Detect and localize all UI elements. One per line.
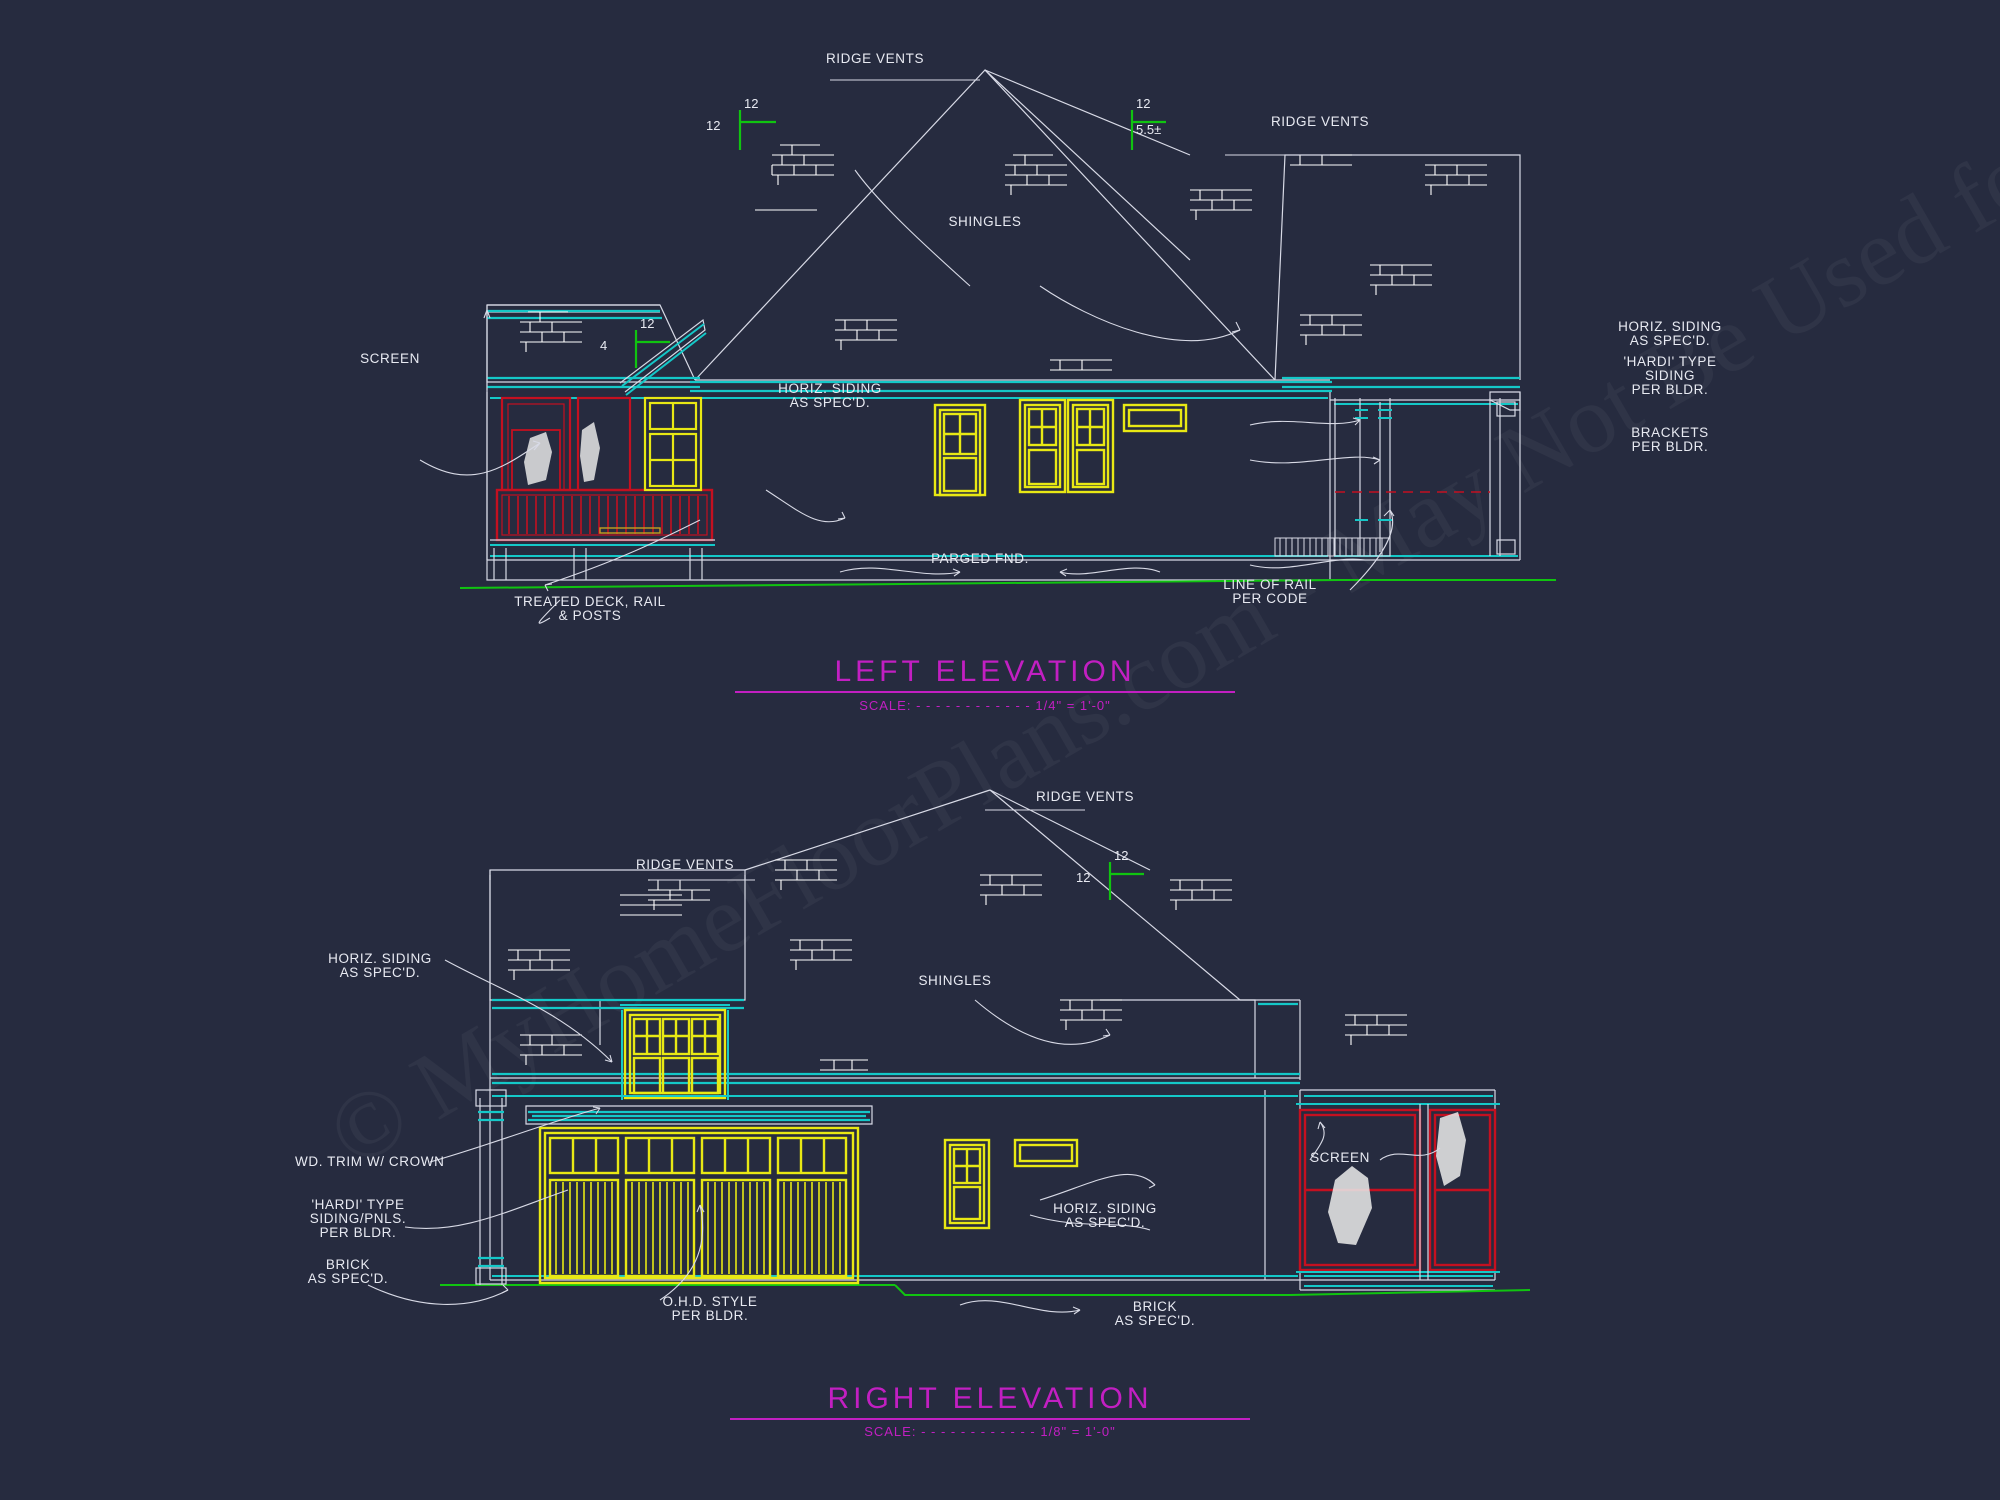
anno-r-hardi-siding-pnls: 'HARDI' TYPE SIDING/PNLS. PER BLDR.	[309, 1197, 407, 1240]
anno-r-brick-right: BRICK AS SPEC'D.	[1114, 1299, 1196, 1328]
left-window-2	[1018, 398, 1115, 494]
right-elevation-scale: SCALE: - - - - - - - - - - - - 1/8" = 1'…	[730, 1424, 1250, 1439]
left-transom-window	[1122, 403, 1188, 433]
left-window-1	[933, 403, 987, 497]
anno-r-ohd-style: O.H.D. STYLE PER BLDR.	[662, 1294, 758, 1323]
pitch-2-rise: 12	[1136, 96, 1151, 111]
left-right-wing-details	[1334, 398, 1516, 556]
left-column-bands	[1355, 409, 1392, 521]
pitch-3-rise: 12	[640, 316, 655, 331]
right-porch-trim	[1296, 1103, 1500, 1273]
right-title-underline	[730, 1418, 1250, 1420]
left-scale-dots: - - - - - - - - - - - -	[916, 698, 1031, 713]
right-scale-label: SCALE:	[864, 1424, 917, 1439]
right-dormer-window	[623, 1008, 727, 1100]
anno-r-ridge-vents-right: RIDGE VENTS	[1035, 789, 1135, 804]
left-porch-roof-trim	[621, 323, 707, 396]
right-garage-head-outline	[525, 1105, 873, 1125]
right-leader-lines	[367, 809, 1441, 1315]
anno-horiz-siding-center: HORIZ. SIDING AS SPEC'D.	[778, 381, 882, 410]
left-bracket	[1489, 391, 1521, 411]
left-screen-frames	[500, 396, 632, 492]
anno-ridge-vents-right: RIDGE VENTS	[1270, 114, 1370, 129]
pitch-2-run: 5.5±	[1136, 122, 1162, 137]
left-scale-label: SCALE:	[859, 698, 912, 713]
anno-ridge-vents-left: RIDGE VENTS	[825, 51, 925, 66]
anno-hardi-siding: 'HARDI' TYPE SIDING PER BLDR.	[1623, 354, 1717, 397]
anno-brackets: BRACKETS PER BLDR.	[1631, 425, 1709, 454]
left-leader-lines	[419, 79, 1395, 624]
right-brick-hatches	[508, 859, 1407, 1071]
left-elevation-scale: SCALE: - - - - - - - - - - - - 1/4" = 1'…	[735, 698, 1235, 713]
right-transom-window	[1013, 1138, 1079, 1168]
anno-screen: SCREEN	[360, 351, 420, 366]
left-title-underline	[735, 691, 1235, 693]
left-fascia-bands	[487, 309, 1520, 393]
right-screen-mesh	[1328, 1112, 1466, 1245]
anno-r-shingles: SHINGLES	[918, 973, 992, 988]
left-door-1	[643, 396, 703, 492]
pitch-1-run: 12	[706, 118, 721, 133]
anno-r-horiz-siding-center: HORIZ. SIDING AS SPEC'D.	[1053, 1201, 1157, 1230]
r-pitch-1-run: 12	[1076, 870, 1091, 885]
anno-line-of-rail: LINE OF RAIL PER CODE	[1223, 577, 1317, 606]
left-screen-mesh	[524, 422, 600, 485]
left-grade-line	[459, 579, 1556, 589]
pitch-3-run: 4	[600, 338, 608, 353]
anno-r-ridge-vents-left: RIDGE VENTS	[635, 857, 735, 872]
right-column-bands	[478, 1110, 504, 1268]
pitch-1-rise: 12	[744, 96, 759, 111]
right-fascia-bands	[492, 998, 1300, 1085]
anno-r-wd-trim-crown: WD. TRIM W/ CROWN	[295, 1154, 445, 1169]
right-porch-posts	[1419, 1104, 1429, 1280]
right-garage-door	[538, 1126, 860, 1285]
left-lattice-vent	[1274, 537, 1391, 557]
right-elevation-title-text: RIGHT ELEVATION	[827, 1382, 1153, 1415]
anno-r-brick-left: BRICK AS SPEC'D.	[307, 1257, 389, 1286]
right-grade-line	[440, 1284, 1531, 1296]
left-deck-piers	[490, 539, 715, 580]
left-scale-value: 1/4" = 1'-0"	[1035, 698, 1111, 713]
right-dormer-trim	[620, 1004, 730, 1100]
anno-r-screen: SCREEN	[1310, 1150, 1370, 1165]
anno-horiz-siding-right: HORIZ. SIDING AS SPEC'D.	[1618, 319, 1722, 348]
right-wall-bands	[492, 1095, 1493, 1287]
left-wall-outline	[486, 392, 1521, 581]
right-window-1	[943, 1138, 991, 1230]
right-corner-column	[475, 1089, 507, 1285]
r-pitch-1-rise: 12	[1114, 848, 1129, 863]
right-scale-dots: - - - - - - - - - - - -	[921, 1424, 1036, 1439]
left-elevation-title-text: LEFT ELEVATION	[834, 655, 1136, 688]
right-elevation-title: RIGHT ELEVATION	[730, 1382, 1250, 1420]
anno-r-horiz-siding-left: HORIZ. SIDING AS SPEC'D.	[328, 951, 432, 980]
left-elevation-title: LEFT ELEVATION	[735, 655, 1235, 693]
anno-parged-fnd: PARGED FND.	[931, 551, 1029, 566]
anno-treated-deck: TREATED DECK, RAIL & POSTS	[514, 594, 666, 623]
anno-shingles: SHINGLES	[948, 214, 1022, 229]
right-scale-value: 1/8" = 1'-0"	[1040, 1424, 1116, 1439]
